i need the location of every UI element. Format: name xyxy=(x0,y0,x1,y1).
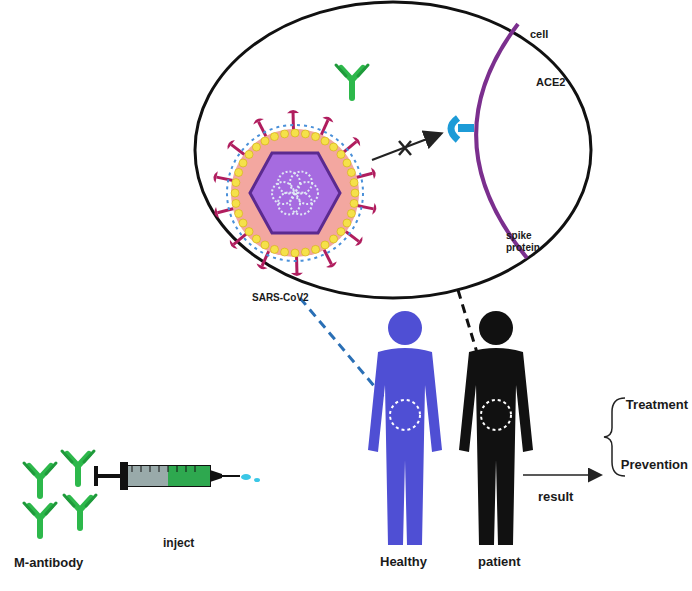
shape-detail xyxy=(323,248,331,264)
shape-detail xyxy=(301,130,309,138)
shape-detail xyxy=(312,245,320,253)
shape-detail xyxy=(290,172,312,194)
shape-detail xyxy=(195,466,196,472)
shape-detail xyxy=(344,230,358,241)
label: inject xyxy=(163,537,194,551)
shape-detail xyxy=(281,130,289,138)
shape-detail xyxy=(177,466,178,472)
shape-detail xyxy=(278,192,300,214)
shape-detail xyxy=(239,219,247,227)
callout-label: spike protein xyxy=(506,230,554,253)
shape-detail xyxy=(337,228,345,236)
shape-detail xyxy=(322,117,333,123)
shape-detail xyxy=(350,179,358,187)
shape-detail xyxy=(261,241,269,249)
shape-detail xyxy=(330,143,338,151)
shape-detail xyxy=(239,159,247,167)
figure-label: Healthy xyxy=(380,555,427,570)
shape-detail xyxy=(150,466,151,472)
syringe xyxy=(96,462,260,490)
patient-figure xyxy=(459,311,533,545)
shape-detail xyxy=(356,205,374,209)
healthy-figure xyxy=(368,311,442,545)
shape-detail xyxy=(301,248,309,256)
shape-detail xyxy=(231,189,239,197)
cell-membrane xyxy=(476,24,527,258)
block-mark xyxy=(399,141,411,155)
shape-detail xyxy=(343,219,351,227)
shape-detail xyxy=(214,171,218,183)
result-arrow xyxy=(523,474,600,476)
shape-detail xyxy=(291,129,299,137)
shape-detail xyxy=(235,210,243,218)
result-label: Prevention xyxy=(621,458,688,473)
shape-detail xyxy=(252,143,260,151)
shape-detail xyxy=(141,466,142,472)
label: ACE2 xyxy=(536,76,565,89)
arrow-label: result xyxy=(538,490,573,505)
shape-detail xyxy=(132,466,133,472)
ace2-receptor xyxy=(451,118,474,140)
shape-detail xyxy=(343,142,357,154)
shape-detail xyxy=(312,133,320,141)
shape-detail xyxy=(159,466,160,472)
shape-detail xyxy=(321,241,329,249)
shape-detail xyxy=(326,261,337,267)
result-label: Treatment xyxy=(626,398,688,413)
label: cell xyxy=(530,28,548,41)
shape-detail xyxy=(330,235,338,243)
shape-detail xyxy=(295,255,298,273)
shape-detail xyxy=(235,168,243,176)
shape-detail xyxy=(278,172,300,194)
shape-detail xyxy=(337,150,345,158)
virus xyxy=(214,110,377,276)
label: M-antibody xyxy=(14,556,83,571)
shape-detail xyxy=(321,120,328,136)
blocked-arrow xyxy=(372,134,440,160)
shape-detail xyxy=(371,167,376,179)
shape-detail xyxy=(351,189,359,197)
shape-detail xyxy=(230,240,238,249)
antibody-group xyxy=(24,451,96,536)
shape-detail xyxy=(253,118,264,124)
shape-detail xyxy=(168,466,169,472)
antibody-icon xyxy=(336,65,368,98)
shape-detail xyxy=(343,159,351,167)
zoom-circle xyxy=(195,2,591,298)
shape-detail xyxy=(321,137,329,145)
shape-detail xyxy=(291,249,299,257)
shape-detail xyxy=(214,207,219,219)
shape-detail xyxy=(217,177,235,181)
shape-detail xyxy=(270,133,278,141)
shape-detail xyxy=(281,248,289,256)
shape-detail xyxy=(257,263,268,269)
shape-detail xyxy=(355,173,372,177)
figure-label: patient xyxy=(478,555,521,570)
callout-label: SARS-CoV2 xyxy=(252,292,309,304)
shape-detail xyxy=(355,237,362,247)
shape-detail xyxy=(350,199,358,207)
shape-detail xyxy=(292,113,295,131)
shape-detail xyxy=(227,140,234,150)
shape-detail xyxy=(347,168,355,176)
shape-detail xyxy=(245,150,253,158)
shape-detail xyxy=(245,228,253,236)
shape-detail xyxy=(186,466,187,472)
shape-detail xyxy=(272,182,294,204)
shape-detail xyxy=(352,137,360,146)
shape-detail xyxy=(217,208,234,212)
shape-detail xyxy=(347,210,355,218)
shape-detail xyxy=(291,273,303,276)
shape-detail xyxy=(261,137,269,145)
shape-detail xyxy=(372,203,376,215)
shape-detail xyxy=(252,235,260,243)
shape-detail xyxy=(232,179,240,187)
shape-detail xyxy=(270,245,278,253)
shape-detail xyxy=(232,199,240,207)
shape-detail xyxy=(287,110,299,113)
